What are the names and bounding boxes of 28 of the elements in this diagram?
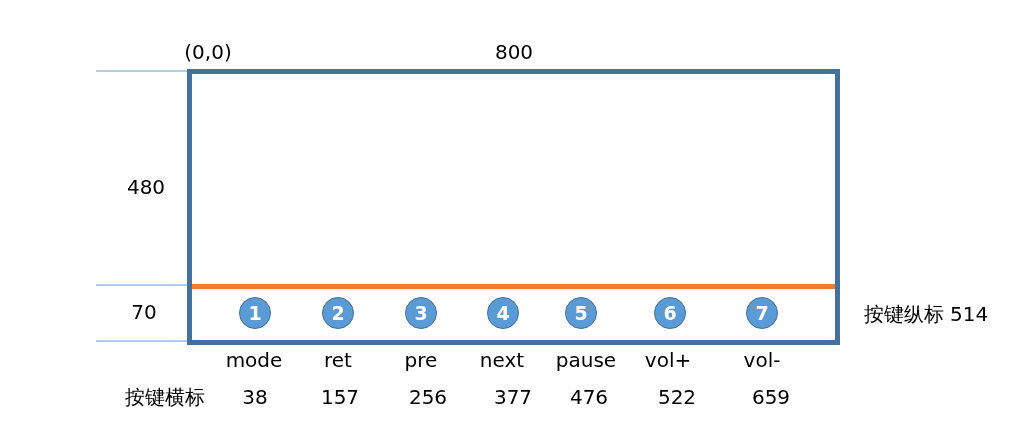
origin-label: (0,0) (184, 42, 232, 62)
key-x-value: 522 (657, 387, 697, 407)
key-name: mode (225, 350, 283, 370)
screen-frame (187, 69, 840, 345)
numbered-key-circle: 6 (654, 297, 686, 329)
key-name: next (479, 350, 525, 370)
numbered-key-circle: 7 (746, 297, 778, 329)
key-x-value: 476 (569, 387, 609, 407)
key-x-value: 157 (320, 387, 360, 407)
height-label: 70 (131, 302, 157, 322)
numbered-key-circle: 1 (239, 297, 271, 329)
key-x-value: 377 (493, 387, 533, 407)
numbered-key-circle: 2 (322, 297, 354, 329)
numbered-key-circle: 5 (565, 297, 597, 329)
height-label: 480 (126, 177, 166, 197)
width-label: 800 (494, 42, 534, 62)
key-name: pre (404, 350, 438, 370)
key-x-value: 659 (751, 387, 791, 407)
key-name: ret (324, 350, 352, 370)
key-x-value: 256 (408, 387, 448, 407)
row-label: 按键横标 (125, 387, 205, 407)
key-name: pause (555, 350, 617, 370)
key-x-value: 38 (242, 387, 268, 407)
key-y-label: 按键纵标 514 (863, 304, 989, 324)
key-name: vol+ (644, 350, 692, 370)
numbered-key-circle: 3 (405, 297, 437, 329)
numbered-key-circle: 4 (487, 297, 519, 329)
key-name: vol- (743, 350, 781, 370)
